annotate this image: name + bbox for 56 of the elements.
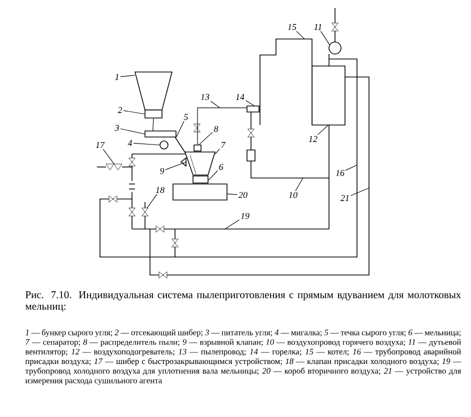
callout-number: 2 xyxy=(118,107,122,113)
callout-number: 11 xyxy=(314,24,322,30)
callout-number: 19 xyxy=(240,212,250,220)
callout-number: 20 xyxy=(238,192,248,198)
callout-number: 18 xyxy=(156,186,164,194)
flap-valve xyxy=(160,140,168,150)
leader-line xyxy=(165,162,186,170)
pipe xyxy=(152,118,154,131)
leader-line xyxy=(245,100,254,106)
callout-number: 13 xyxy=(200,94,210,100)
callout-number: 10 xyxy=(288,192,298,198)
leader-line xyxy=(296,30,305,40)
callout-number: 21 xyxy=(340,195,349,201)
burner xyxy=(246,106,260,112)
leader-line xyxy=(345,164,358,171)
pipe xyxy=(197,108,247,145)
valve xyxy=(142,208,148,216)
caption: Рис. 7.10. Индивидуальная система пылеприготовления с прямым вдуванием для молотковых мельниц: xyxy=(25,291,462,312)
leader-line xyxy=(120,75,136,77)
callout-number: 16 xyxy=(336,170,344,176)
callout-number: 15 xyxy=(288,24,296,30)
leader-line xyxy=(102,148,114,164)
legend-text: 1 — бункер сырого угля; 2 — отсекающий шибер; 3 — питатель угля; 4 — мигалка; 5 — течка сырого угля; 6 — мельница; 7 — сепаратор; 8 — распределитель пыли; 9 — взрывной клапан; 10 — воздухопровод горячего воздуха; 11 — дутьевой вентилятор; 12 — воздухоподогреватель; 13 — пылепровод; 14 — горелка; 15 — котел; 16 — трубопровод аварийной присадки воздуха; 17 — шибер с быстрозакрывающимся устройством; 18 — клапан присадки холодного воздуха; 19 — трубопровод холодного воздуха для уплотнения вала мельницы; 20 — короб вторичного воздуха; 21 — устройство для измерения расхода сушильного агента xyxy=(25,329,462,386)
air-heater xyxy=(312,66,346,126)
fan xyxy=(328,42,342,54)
callout-number: 4 xyxy=(128,140,132,146)
callout-number: 5 xyxy=(184,114,188,120)
leader-line xyxy=(224,219,240,230)
callout-number: 9 xyxy=(160,168,164,174)
leader-line xyxy=(146,194,158,208)
leader-line xyxy=(227,194,238,195)
callout-number: 7 xyxy=(221,142,226,148)
leader-line xyxy=(295,178,304,192)
leader-line xyxy=(320,30,330,45)
leader-line xyxy=(176,120,184,138)
callout-number: 12 xyxy=(308,136,318,142)
leader-line xyxy=(350,188,370,196)
leader-line xyxy=(208,170,218,181)
leader-line xyxy=(214,148,220,154)
callout-number: 14 xyxy=(236,94,244,100)
leader-line xyxy=(210,100,220,108)
mill xyxy=(192,176,208,184)
callout-number: 1 xyxy=(115,74,118,80)
leader-line xyxy=(123,110,145,114)
shutter xyxy=(106,164,122,170)
gate xyxy=(144,110,162,118)
callout-number: 8 xyxy=(214,126,218,132)
leader-line xyxy=(120,128,145,134)
leader-line xyxy=(133,142,160,146)
callout-number: 3 xyxy=(114,124,119,132)
feeder xyxy=(144,130,176,138)
leader-line xyxy=(317,125,328,136)
callout-number: 6 xyxy=(219,164,224,170)
callout-number: 17 xyxy=(96,142,105,148)
distributor xyxy=(194,144,202,152)
leader-line xyxy=(198,132,213,145)
